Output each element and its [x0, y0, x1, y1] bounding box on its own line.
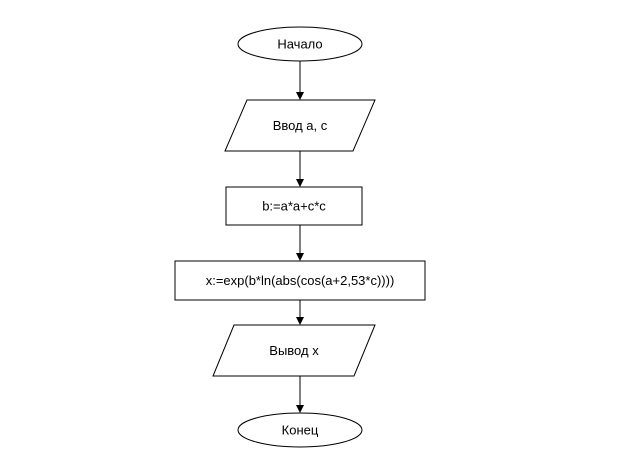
process-shape: [225, 186, 363, 226]
node-start-label: Начало: [277, 37, 322, 52]
edge-assign-x-to-output: [296, 300, 304, 325]
edge-assign-b-to-assign-x: [296, 225, 304, 261]
node-assign-x: x:=exp(b*ln(abs(cos(a+2,53*c)))): [174, 260, 426, 301]
terminator-shape: [237, 26, 363, 62]
node-input: Ввод a, c: [224, 99, 376, 152]
node-assign-b-label: b:=a*a+c*c: [262, 199, 326, 214]
edge-output-to-end: [296, 376, 304, 413]
terminator-shape: [237, 412, 363, 448]
io-shape: [224, 99, 376, 152]
node-output: Вывод x: [212, 324, 376, 377]
node-end: Конец: [237, 412, 363, 448]
process-shape: [174, 260, 426, 301]
node-end-label: Конец: [282, 423, 319, 438]
node-assign-x-label: x:=exp(b*ln(abs(cos(a+2,53*c)))): [206, 273, 395, 288]
node-start: Начало: [237, 26, 363, 62]
io-shape: [212, 324, 376, 377]
node-output-label: Вывод x: [269, 343, 319, 358]
node-assign-b: b:=a*a+c*c: [225, 186, 363, 226]
node-input-label: Ввод a, c: [273, 118, 328, 133]
edge-start-to-input: [296, 61, 304, 100]
edge-input-to-assign-b: [296, 151, 304, 187]
connectors: [296, 61, 304, 413]
